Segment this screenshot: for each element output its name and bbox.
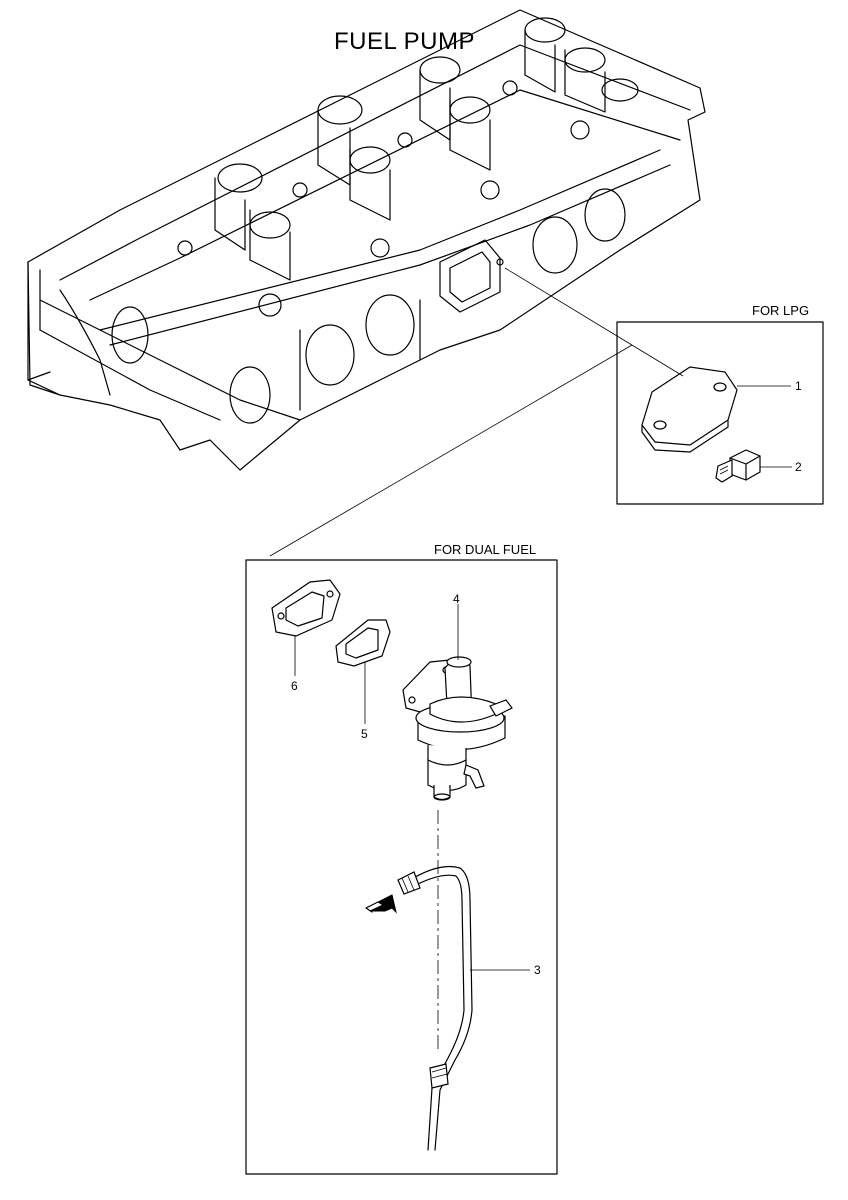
group-label-lpg: FOR LPG (752, 303, 810, 318)
callout-4: 4 (453, 592, 460, 606)
callout-2: 2 (795, 460, 802, 474)
dual-fuel-group (245, 559, 558, 1175)
page-title: FUEL PUMP (334, 28, 475, 55)
callout-3: 3 (534, 963, 541, 977)
fuel-pipe (397, 865, 530, 1151)
bolt (715, 449, 761, 483)
mechanical-fuel-pump (402, 604, 513, 801)
group-label-dual-fuel: FOR DUAL FUEL (434, 542, 537, 557)
callout-5: 5 (361, 727, 368, 741)
callout-6: 6 (291, 679, 298, 693)
direction-arrow-icon (365, 894, 397, 914)
cylinder-head (27, 9, 706, 471)
blanking-plate (641, 366, 738, 453)
gasket-inner (335, 619, 391, 724)
gasket-outer (271, 579, 341, 676)
pump-mount-pad (439, 239, 504, 313)
lpg-group (616, 321, 824, 505)
callout-1: 1 (795, 379, 802, 393)
